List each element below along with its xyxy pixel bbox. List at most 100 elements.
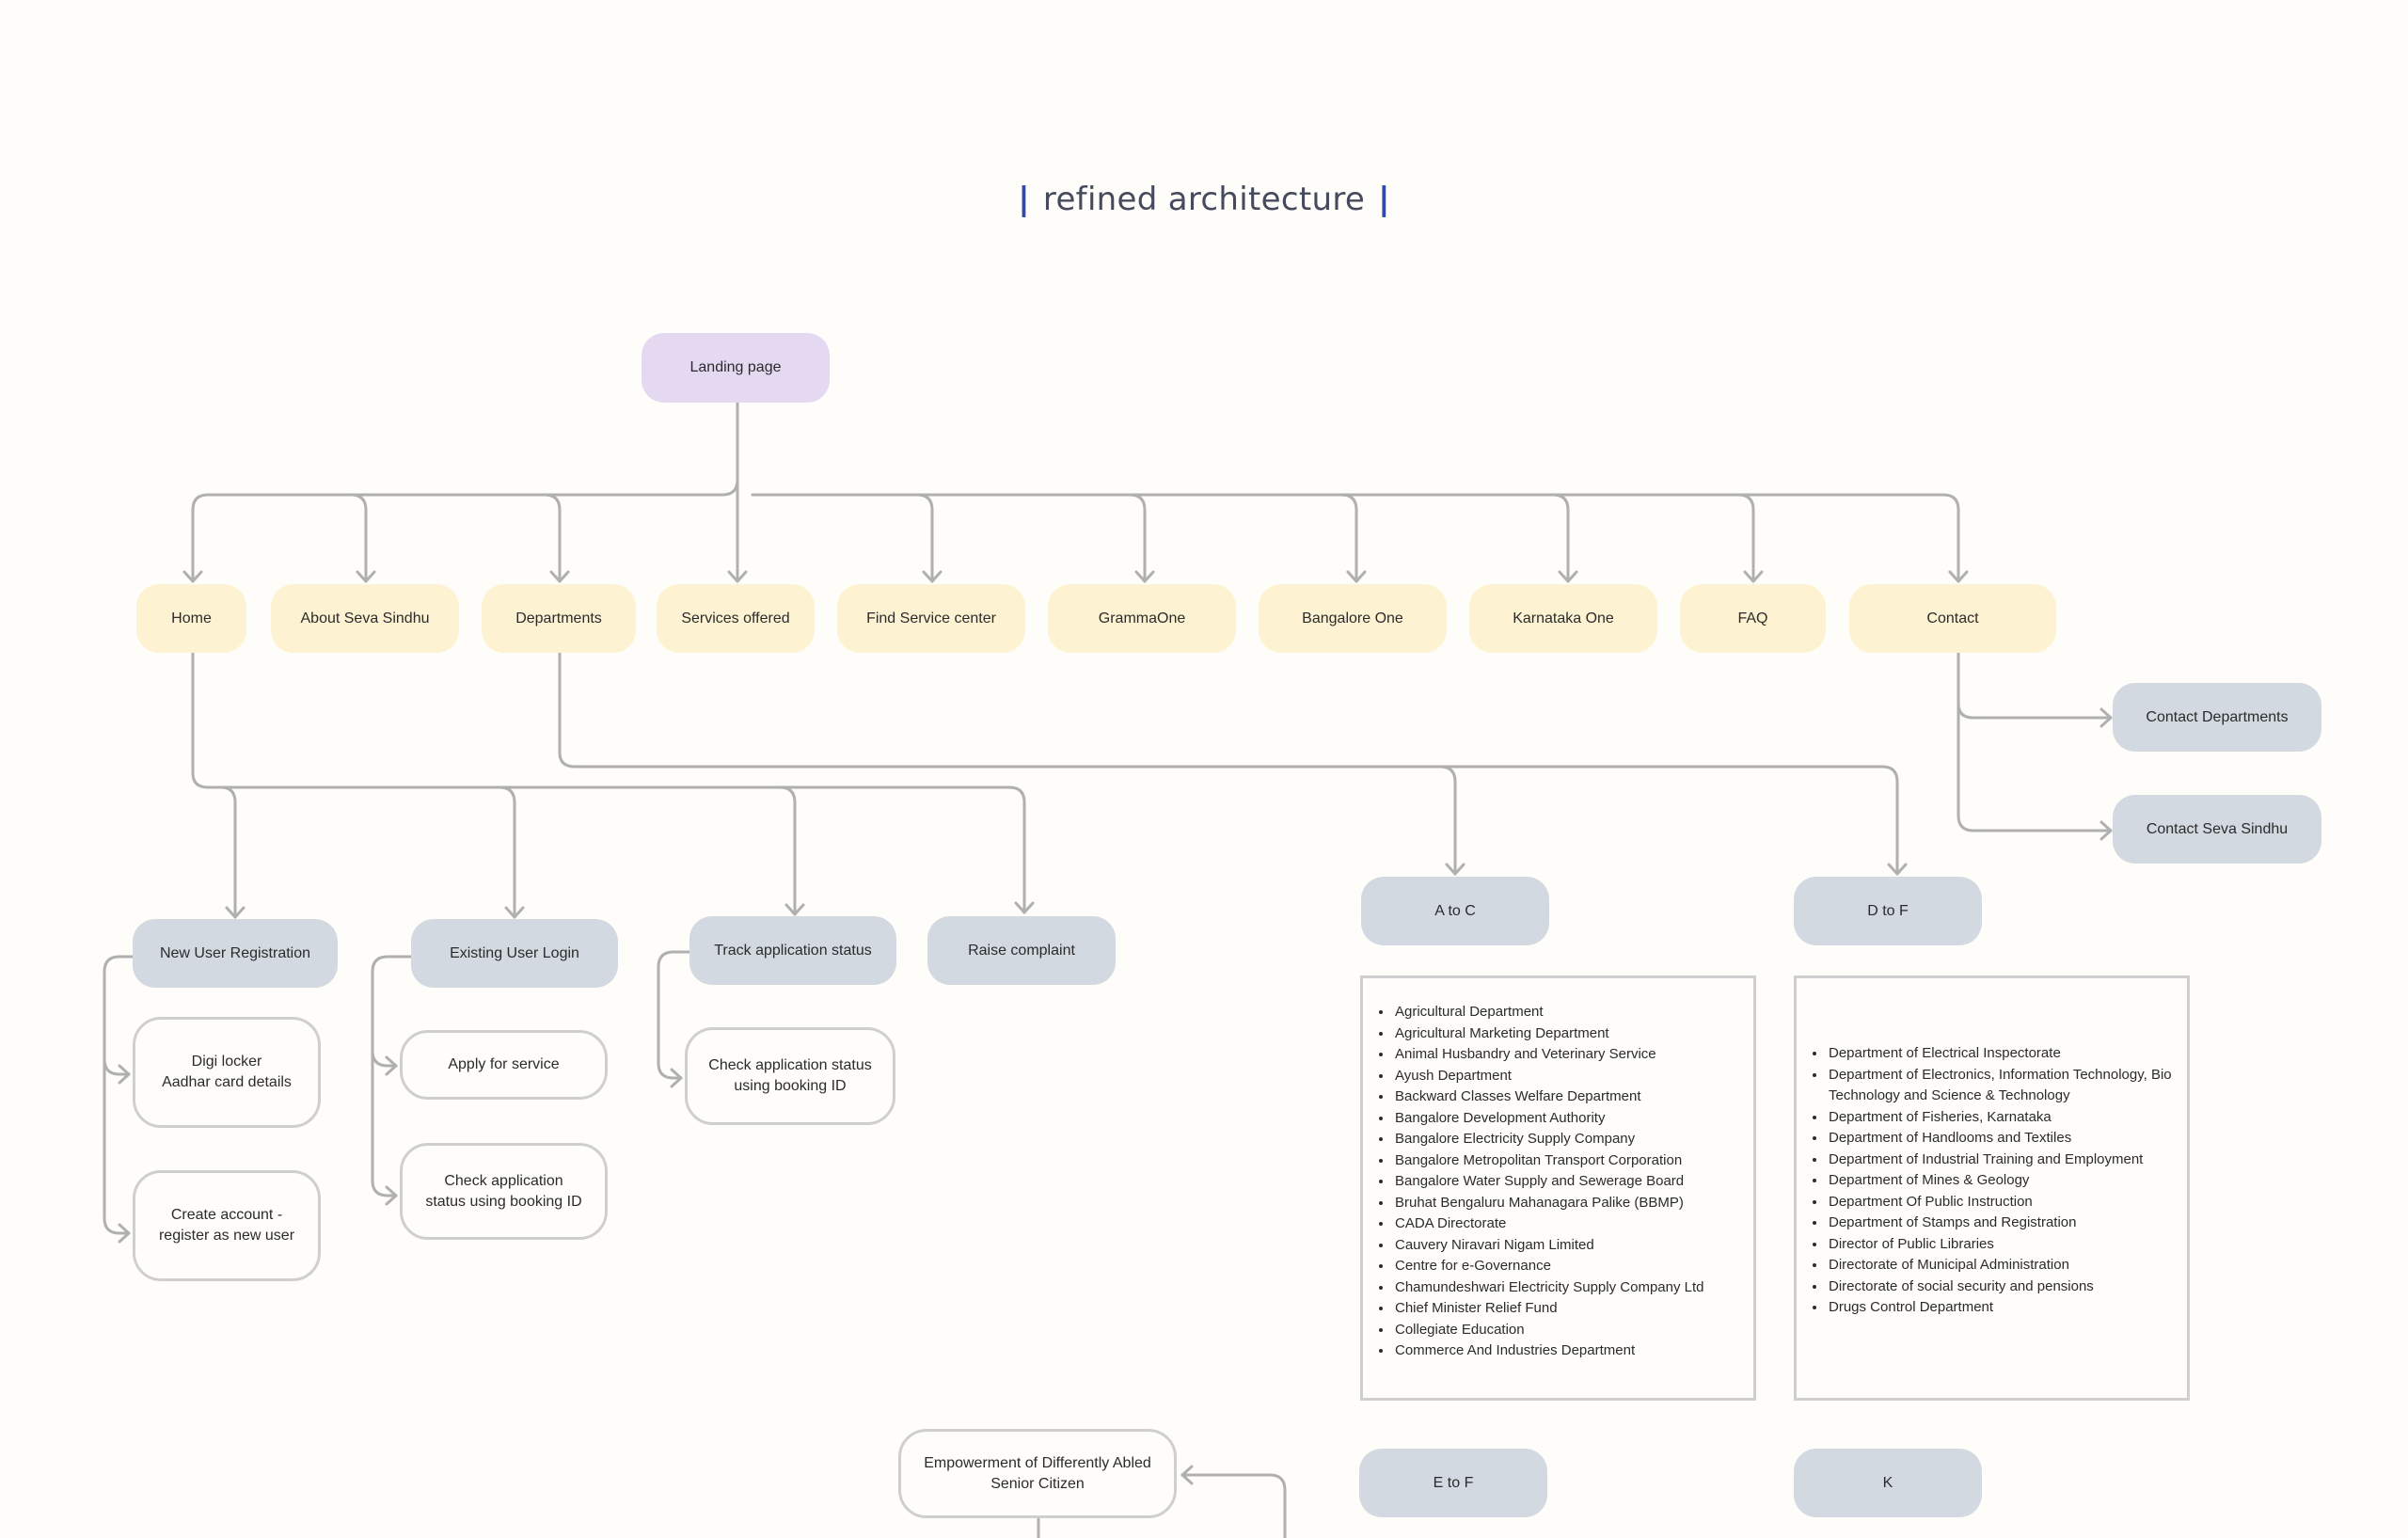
nav-services-node: Services offered (657, 584, 815, 653)
dept-a-to-c-item: Agricultural Marketing Department (1393, 1023, 1753, 1045)
arrow-head (1180, 1465, 1194, 1485)
dept-d-to-f-item: Department of Electronics, Information T… (1827, 1065, 2187, 1107)
dept-d-to-f-item: Directorate of Municipal Administration (1827, 1255, 2187, 1276)
nav-contact-node: Contact (1849, 584, 2056, 653)
dept-d-to-f-item: Department of Mines & Geology (1827, 1170, 2187, 1192)
dept-d-to-f-item: Directorate of social security and pensi… (1827, 1276, 2187, 1298)
arrow-head (1014, 901, 1035, 914)
create-account-node: Create account - register as new user (133, 1170, 321, 1281)
dept-a-to-c-item: Animal Husbandry and Veterinary Service (1393, 1044, 1753, 1066)
arrow-head (670, 1068, 683, 1088)
arrow-head (1346, 570, 1367, 583)
dept-a-to-c-item: Chamundeshwari Electricity Supply Compan… (1393, 1277, 1753, 1299)
dept-a-to-c-item: Bangalore Water Supply and Sewerage Boar… (1393, 1171, 1753, 1193)
connector-contact-seva (1956, 702, 2113, 832)
connector-departments (558, 651, 1899, 876)
new-user-registration-node: New User Registration (133, 919, 338, 988)
arrow-head (1134, 570, 1155, 583)
dept-a-to-c-item: Bruhat Bengaluru Mahanagara Palike (BBMP… (1393, 1193, 1753, 1214)
arrow-head (118, 1223, 131, 1244)
connector-new-user-children (103, 955, 135, 1235)
dept-a-to-c-item: Bangalore Development Authority (1393, 1108, 1753, 1130)
connector-nav (915, 493, 934, 583)
connector-right-bus (751, 493, 1960, 583)
dept-a-to-c-item: CADA Directorate (1393, 1213, 1753, 1235)
connector-nav (1339, 493, 1358, 583)
empowerment-node: Empowerment of Differently Abled Senior … (898, 1429, 1177, 1518)
connector-contact-departments (1956, 651, 2113, 720)
connector-existing (498, 785, 516, 919)
arrow-head (922, 570, 943, 583)
dept-d-to-f-item: Department of Electrical Inspectorate (1827, 1043, 2187, 1065)
dept-a-to-c-item: Ayush Department (1393, 1066, 1753, 1087)
contact-departments-node: Contact Departments (2113, 683, 2321, 752)
connector-nav (1551, 493, 1570, 583)
arrow-head (385, 1055, 398, 1076)
arrow-head (385, 1185, 398, 1206)
connector-apply (371, 1049, 398, 1068)
dept-d-to-f-node: D to F (1794, 877, 1982, 945)
arrow-head (1445, 863, 1465, 876)
dept-a-to-c-list: Agricultural DepartmentAgricultural Mark… (1360, 975, 1756, 1401)
contact-seva-sindhu-node: Contact Seva Sindhu (2113, 795, 2321, 864)
connector-track (778, 785, 797, 916)
dept-e-to-f-node: E to F (1359, 1449, 1547, 1517)
connector-nav (543, 493, 562, 583)
arrow-head (1948, 570, 1969, 583)
check-status-login-node: Check application status using booking I… (400, 1143, 608, 1240)
arrow-head (356, 570, 376, 583)
arrow-head (504, 906, 525, 919)
dept-a-to-c-node: A to C (1361, 877, 1549, 945)
diagram-title: |refined architecture| (0, 181, 2408, 218)
nav-karnataka-one-node: Karnataka One (1469, 584, 1657, 653)
arrow-head (182, 570, 203, 583)
existing-user-login-node: Existing User Login (411, 919, 618, 988)
apply-for-service-node: Apply for service (400, 1030, 608, 1100)
nav-bangalore-one-node: Bangalore One (1259, 584, 1447, 653)
dept-a-to-c-item: Bangalore Metropolitan Transport Corpora… (1393, 1150, 1753, 1172)
dept-d-to-f-item: Department Of Public Instruction (1827, 1192, 2187, 1213)
check-status-track-node: Check application status using booking I… (685, 1027, 895, 1125)
dept-a-to-c-item: Collegiate Education (1393, 1320, 1753, 1341)
dept-a-to-c-item: Commerce And Industries Department (1393, 1340, 1753, 1362)
arrow-head (225, 906, 246, 919)
arrow-head (1887, 863, 1908, 876)
arrow-head (549, 570, 570, 583)
connector-digi (103, 1057, 131, 1076)
dept-a-to-c-item: Centre for e-Governance (1393, 1256, 1753, 1277)
dept-d-to-f-list: Department of Electrical InspectorateDep… (1794, 975, 2190, 1401)
arrow-head (727, 570, 748, 583)
dept-d-to-f-item: Director of Public Libraries (1827, 1234, 2187, 1256)
arrow-head (784, 903, 805, 916)
raise-complaint-node: Raise complaint (927, 916, 1116, 985)
nav-departments-node: Departments (482, 584, 636, 653)
nav-faq-node: FAQ (1680, 584, 1826, 653)
dept-a-to-c-item: Backward Classes Welfare Department (1393, 1086, 1753, 1108)
nav-about-node: About Seva Sindhu (271, 584, 459, 653)
connector-home (191, 478, 739, 583)
nav-find-center-node: Find Service center (837, 584, 1025, 653)
dept-a-to-c-item: Chief Minister Relief Fund (1393, 1298, 1753, 1320)
track-application-node: Track application status (689, 916, 896, 985)
connector-empowerment-in (1180, 1473, 1287, 1538)
connector-nav (349, 493, 368, 583)
title-bar-left: | (1018, 181, 1030, 218)
digi-locker-node: Digi locker Aadhar card details (133, 1017, 321, 1128)
nav-grammaone-node: GrammaOne (1048, 584, 1236, 653)
arrow-head (2099, 820, 2113, 841)
connector-nav (1736, 493, 1755, 583)
dept-d-to-f-item: Department of Industrial Training and Em… (1827, 1150, 2187, 1171)
connector-new-user (219, 785, 237, 919)
arrow-head (118, 1064, 131, 1085)
dept-d-to-f-item: Department of Handlooms and Textiles (1827, 1128, 2187, 1150)
title-text: refined architecture (1042, 181, 1366, 218)
dept-d-to-f-item: Drugs Control Department (1827, 1297, 2187, 1319)
dept-d-to-f-item: Department of Stamps and Registration (1827, 1213, 2187, 1234)
dept-d-to-f-item: Department of Fisheries, Karnataka (1827, 1107, 2187, 1129)
connector-a-to-c (1438, 765, 1457, 876)
arrow-head (1558, 570, 1578, 583)
nav-home-node: Home (136, 584, 246, 653)
connector-home-bus (191, 651, 1026, 914)
connector-track-child (657, 950, 691, 1080)
